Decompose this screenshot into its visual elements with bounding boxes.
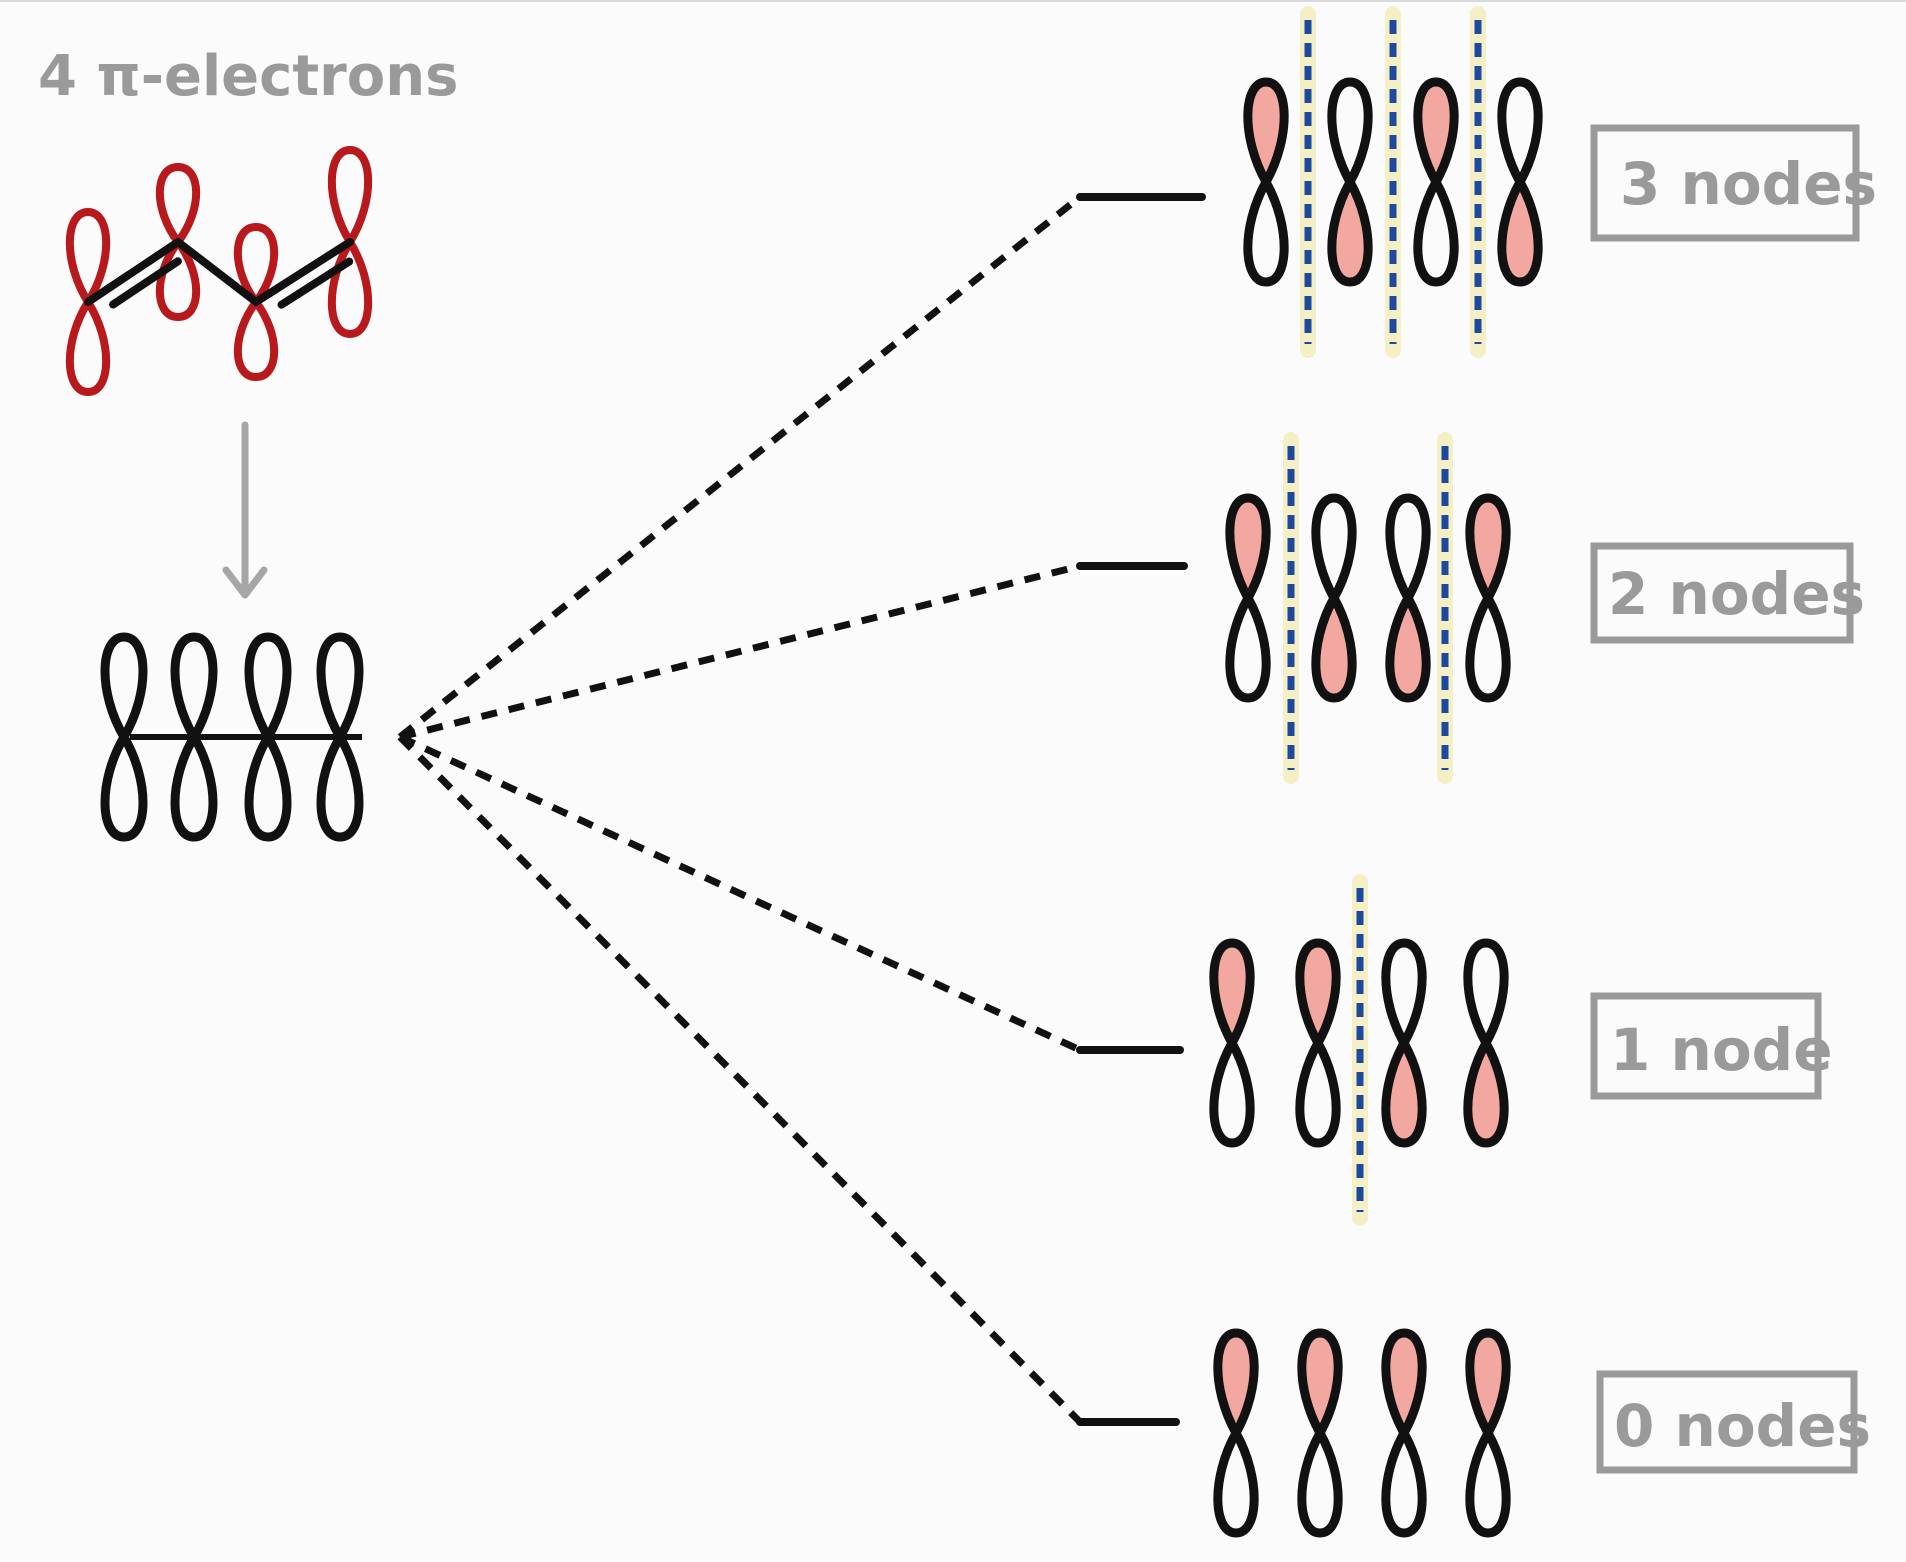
label-3-nodes: 3 nodes (1620, 150, 1877, 218)
mo-p-orbital-2 (1327, 77, 1373, 287)
orbital-lobe-bottom (1225, 593, 1271, 703)
orbital-lobe-bottom (1381, 1428, 1427, 1538)
mo-p-orbital-3 (1381, 938, 1427, 1148)
mo-p-orbital-1 (1243, 77, 1289, 287)
orbital-lobe-bottom (1295, 1038, 1341, 1148)
mo-p-orbital-2 (1311, 493, 1357, 703)
orbital-lobe-bottom (327, 238, 373, 338)
orbital-lobe-top (244, 632, 292, 742)
orbital-lobe-top (327, 146, 373, 246)
orbital-lobe-top (1213, 1328, 1259, 1438)
orbital-lobe-bottom (1209, 1038, 1255, 1148)
mo-row-0-nodes (1213, 1328, 1511, 1538)
orbital-lobe-bottom (170, 732, 218, 842)
red-p-orbital-4 (327, 146, 373, 338)
orbital-lobe-bottom (316, 732, 364, 842)
p-orbital-4 (316, 632, 364, 842)
correlation-dash-0 (397, 194, 1083, 740)
orbital-lobe-bottom (1413, 177, 1459, 287)
orbital-lobe-top (1463, 938, 1509, 1048)
red-p-orbital-3 (233, 223, 279, 381)
orbital-lobe-top (1225, 493, 1271, 603)
down-arrow (222, 421, 268, 599)
orbital-lobe-top (1209, 938, 1255, 1048)
orbital-lobe-bottom (1243, 177, 1289, 287)
orbital-lobe-bottom (1213, 1428, 1259, 1538)
mo-p-orbital-4 (1465, 1328, 1511, 1538)
orbital-lobe-top (1465, 493, 1511, 603)
orbital-lobe-top (1311, 493, 1357, 603)
mo-p-orbital-1 (1213, 1328, 1259, 1538)
mo-row-3-nodes (1243, 6, 1543, 358)
p-orbital-2 (170, 632, 218, 842)
red-p-orbital-1 (65, 208, 111, 396)
orbital-lobe-top (170, 632, 218, 742)
orbital-lobe-top (233, 223, 279, 306)
mo-p-orbital-4 (1463, 938, 1509, 1148)
orbital-lobe-top (1327, 77, 1373, 187)
mo-p-orbital-1 (1225, 493, 1271, 703)
p-orbital-3 (244, 632, 292, 842)
mo-p-orbital-1 (1209, 938, 1255, 1148)
orbital-lobe-bottom (233, 298, 279, 381)
single-bonds (84, 238, 354, 306)
orbital-lobe-top (155, 163, 201, 246)
mo-p-orbital-4 (1465, 493, 1511, 703)
orbital-lobe-top (1413, 77, 1459, 187)
mo-p-orbital-3 (1413, 77, 1459, 287)
orbital-lobe-bottom (1385, 593, 1431, 703)
orbital-lobe-top (1243, 77, 1289, 187)
orbital-lobe-bottom (1463, 1038, 1509, 1148)
node-labels: 3 nodes 2 nodes 1 node 0 nodes (1590, 124, 1877, 1474)
orbital-lobe-top (316, 632, 364, 742)
orbital-lobe-top (1381, 1328, 1427, 1438)
p-orbital-1 (100, 632, 148, 842)
correlation-lines (397, 193, 1206, 1426)
mo-p-orbital-2 (1297, 1328, 1343, 1538)
correlation-dash-3 (397, 734, 1083, 1425)
label-box-1-node: 1 node (1590, 992, 1833, 1100)
orbital-lobe-bottom (1497, 177, 1543, 287)
orbital-lobe-top (1497, 77, 1543, 187)
mo-p-orbital-4 (1497, 77, 1543, 287)
double-bond-1 (109, 257, 182, 309)
mo-p-orbital-3 (1385, 493, 1431, 703)
orbital-lobe-top (100, 632, 148, 742)
orbital-lobe-top (1295, 938, 1341, 1048)
correlation-dash-1 (399, 562, 1081, 741)
label-box-2-nodes: 2 nodes (1590, 542, 1865, 644)
p-orbital-set (100, 632, 364, 842)
label-1-node: 1 node (1610, 1016, 1833, 1084)
orbital-lobe-top (1385, 493, 1431, 603)
orbital-lobe-bottom (244, 732, 292, 842)
butadiene-structure (65, 146, 373, 396)
orbital-lobe-bottom (1381, 1038, 1427, 1148)
mo-p-orbital-2 (1295, 938, 1341, 1148)
title-label: 4 π-electrons (38, 44, 458, 109)
orbital-lobe-bottom (1327, 177, 1373, 287)
correlation-dash-2 (398, 733, 1082, 1054)
mo-row-2-nodes (1225, 432, 1511, 784)
label-2-nodes: 2 nodes (1608, 560, 1865, 628)
label-0-nodes: 0 nodes (1614, 1392, 1871, 1460)
label-box-0-nodes: 0 nodes (1596, 1370, 1871, 1474)
mo-levels (1209, 6, 1543, 1538)
orbital-lobe-bottom (65, 298, 111, 396)
orbital-lobe-top (1381, 938, 1427, 1048)
mo-row-1-nodes (1209, 874, 1509, 1226)
orbital-lobe-bottom (1297, 1428, 1343, 1538)
orbital-lobe-top (1465, 1328, 1511, 1438)
orbital-lobe-bottom (1465, 1428, 1511, 1538)
orbital-lobe-bottom (1311, 593, 1357, 703)
label-box-3-nodes: 3 nodes (1590, 124, 1877, 242)
orbital-lobe-bottom (1465, 593, 1511, 703)
orbital-lobe-bottom (100, 732, 148, 842)
orbital-lobe-top (65, 208, 111, 306)
mo-p-orbital-3 (1381, 1328, 1427, 1538)
double-bond-2 (277, 257, 354, 309)
orbital-lobe-top (1297, 1328, 1343, 1438)
